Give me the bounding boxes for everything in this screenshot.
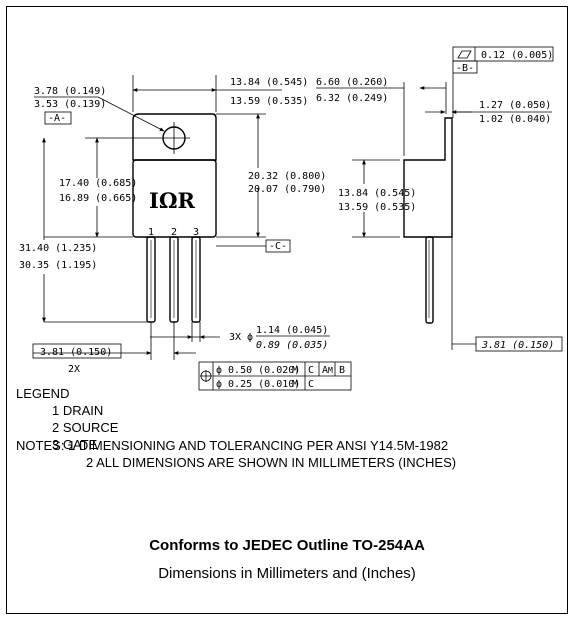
width-dimension <box>132 75 282 112</box>
tolerance-row2-ref-c: C <box>308 379 314 390</box>
hole-dia-min: 3.53 (0.139) <box>34 99 106 110</box>
flatness-value: 0.12 (0.005) <box>481 50 553 61</box>
side-lead-value: 3.81 (0.150) <box>481 340 554 351</box>
front-view <box>132 113 217 323</box>
lead-dia-min: 0.89 (0.035) <box>256 340 328 351</box>
datum-a-box <box>44 111 72 125</box>
notes: NOTES: 1 DIMENSIONING AND TOLERANCING PE… <box>16 437 456 471</box>
overall-length-max: 31.40 (1.235) <box>19 243 97 254</box>
datum-b-label: -B- <box>456 63 474 74</box>
legend-title: LEGEND <box>16 386 70 401</box>
tolerance-row1-ref-a: A <box>322 365 328 376</box>
lead-pitch-box <box>32 343 122 359</box>
side-height-dimension <box>316 82 447 156</box>
mounting-tab <box>132 113 217 161</box>
body-height-dimension <box>216 113 266 238</box>
lead-pitch-value: 3.81 (0.150) <box>40 347 112 358</box>
side-height-max: 6.60 (0.260) <box>316 77 388 88</box>
tolerance-row1-mod: M <box>292 365 298 376</box>
tolerance-row1-value: ϕ 0.50 (0.020) <box>216 365 300 376</box>
side-view <box>403 117 453 324</box>
lead-dia-max: 1.14 (0.045) <box>256 325 328 336</box>
body-height-max: 20.32 (0.800) <box>248 171 326 182</box>
width-min: 13.59 (0.535) <box>230 96 308 107</box>
hole-dia-max: 3.78 (0.149) <box>34 86 106 97</box>
tab-thickness-min: 1.02 (0.040) <box>479 114 551 125</box>
hole-to-body-max: 17.40 (0.685) <box>59 178 137 189</box>
lead-pitch-multiplier: 2X <box>68 364 80 375</box>
units-subtitle: Dimensions in Millimeters and (Inches) <box>158 565 416 582</box>
legend: LEGEND 1 DRAIN 2 SOURCE 3 GATE <box>16 385 118 453</box>
tolerance-row1-ref-c: C <box>308 365 314 376</box>
drawing-frame <box>6 6 568 614</box>
tab-thickness-max: 1.27 (0.050) <box>479 100 551 111</box>
legend-item-source: 2 SOURCE <box>52 420 119 435</box>
datum-c-box <box>265 239 291 253</box>
datum-a-label: -A- <box>48 113 66 124</box>
tolerance-row2-value: ϕ 0.25 (0.010) <box>216 379 300 390</box>
tolerance-row1-ref-a-mod: M <box>328 366 333 375</box>
legend-item-gate: 3 GATE <box>52 437 98 452</box>
overall-length-min: 30.35 (1.195) <box>19 260 97 271</box>
pin-label-3: 3 <box>193 227 199 238</box>
tolerance-row1-ref-b: B <box>339 365 345 376</box>
datum-c-label: -C- <box>269 241 287 252</box>
lead-dia-prefix: 3X ϕ <box>229 332 253 343</box>
pin-label-2: 2 <box>171 227 177 238</box>
manufacturer-logo: IΩR <box>149 188 196 213</box>
note-2: 2 ALL DIMENSIONS ARE SHOWN IN MILLIMETER… <box>86 455 457 470</box>
body-height-min: 20.07 (0.790) <box>248 184 326 195</box>
side-lead-box <box>475 336 563 352</box>
position-tolerance-frame <box>198 361 352 391</box>
jedec-conformance-title: Conforms to JEDEC Outline TO-254AA <box>149 537 425 554</box>
notes-label: NOTES: <box>16 438 65 453</box>
hole-to-body-min: 16.89 (0.665) <box>59 193 137 204</box>
length-dimensions <box>42 137 158 323</box>
side-lead <box>425 236 434 324</box>
side-height-min: 6.32 (0.249) <box>316 93 388 104</box>
lead-3 <box>191 236 201 323</box>
legend-item-drain: 1 DRAIN <box>52 403 104 418</box>
hole-diameter-dimension <box>34 96 165 132</box>
lead-pitch-dimension <box>33 322 196 360</box>
note-1: 1 DIMENSIONING AND TOLERANCING PER ANSI … <box>68 438 449 453</box>
side-body-dimension <box>352 159 400 238</box>
side-body-min: 13.59 (0.535) <box>338 202 416 213</box>
width-max: 13.84 (0.545) <box>230 77 308 88</box>
side-lead-dimension <box>451 237 476 350</box>
side-body-max: 13.84 (0.545) <box>338 188 416 199</box>
tolerance-row2-mod: M <box>292 379 298 390</box>
pin-label-1: 1 <box>148 227 154 238</box>
lead-diameter-dimension <box>150 322 220 342</box>
side-body <box>403 117 453 238</box>
